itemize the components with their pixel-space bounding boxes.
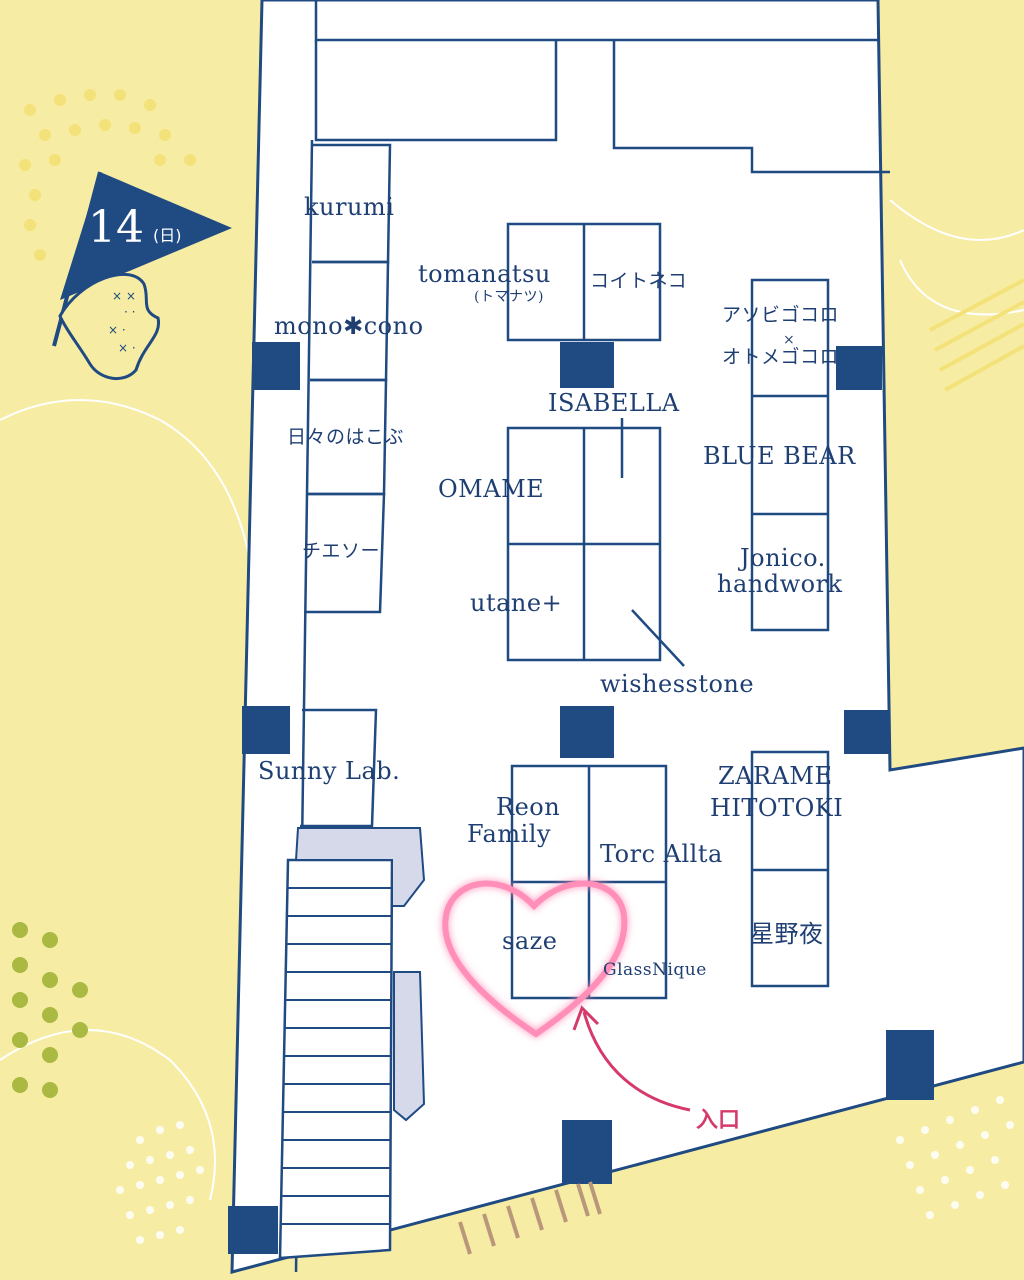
booth-isabella: ISABELLA: [548, 389, 680, 417]
booth-hoshinoya: 星野夜: [750, 920, 824, 948]
booth-utane: utane+: [470, 589, 563, 617]
walls: [294, 0, 890, 1273]
booth-tomanatsu-kana: (トマナツ): [474, 289, 544, 305]
booth-glassnique: GlassNique: [603, 960, 707, 980]
entrance-arrow: [572, 1005, 691, 1112]
floor-area: [230, 0, 1024, 1274]
background-decoration: [0, 89, 1024, 1244]
booth-blue-bear: BLUE BEAR: [703, 442, 856, 470]
svg-text:· ·: · ·: [124, 305, 135, 319]
entrance-mat: [458, 1181, 602, 1255]
booth-zarame: ZARAME: [718, 762, 833, 790]
booth-jonico: Jonico.: [740, 544, 826, 572]
booth-torc-allta: Torc Allta: [600, 840, 723, 868]
booth-mono-cono: mono✱cono: [274, 312, 424, 340]
booth-asobi-cross: ×: [783, 332, 796, 348]
date-day: 14: [88, 202, 144, 253]
booth-reon: Reon: [496, 793, 561, 821]
entrance-label: 入口: [696, 1108, 741, 1133]
booth-kurumi: kurumi: [304, 193, 395, 221]
booth-wishesstone: wishesstone: [600, 670, 755, 698]
booth-sunny-lab: Sunny Lab.: [258, 757, 401, 785]
booth-hibi: 日々のはこぶ: [287, 426, 405, 448]
svg-text:× ·: × ·: [108, 323, 126, 337]
booth-hitotoki: HITOTOKI: [710, 794, 844, 822]
booth-saze: saze: [502, 927, 558, 955]
booth-otomegokoro: オトメゴコロ: [722, 346, 840, 368]
booth-asobigokoro: アソビゴコロ: [722, 304, 840, 326]
booth-jonico-handwork: handwork: [717, 570, 843, 598]
booth-omame: OMAME: [438, 475, 545, 503]
booth-chieso: チエソー: [302, 540, 381, 562]
booth-reon-family: Family: [467, 820, 551, 848]
date-weekday: (日): [153, 226, 182, 245]
highlight-heart: [442, 880, 628, 1038]
svg-text:× ·: × ·: [118, 341, 136, 355]
booth-koitoneko: コイトネコ: [590, 270, 688, 292]
staircase: [278, 827, 426, 1260]
date-flag: × × · · × · × ·: [52, 171, 232, 380]
svg-text:× ×: × ×: [112, 289, 136, 303]
pillars: [228, 342, 934, 1254]
booth-tomanatsu: tomanatsu: [418, 260, 551, 288]
